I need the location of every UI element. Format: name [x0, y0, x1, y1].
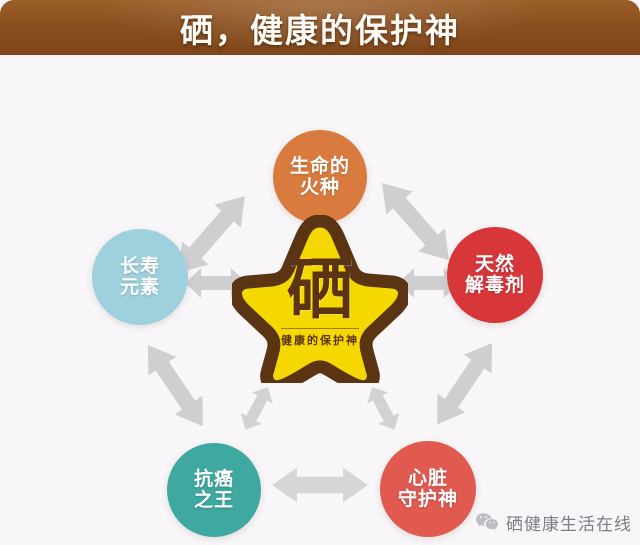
- node-anti-cancer-king-line2: 之王: [193, 489, 234, 511]
- arrow-bottom-horizontal: [272, 467, 368, 503]
- node-anti-cancer-king-line1: 抗癌: [193, 467, 234, 490]
- watermark-label: 硒健康生活在线: [506, 515, 632, 535]
- wechat-icon: [475, 513, 499, 530]
- center-star-logo[interactable]: 硒 健康的保护神: [229, 214, 411, 394]
- node-heart-guardian-line2: 守护神: [397, 488, 458, 510]
- node-spark-of-life-line1: 生命的: [289, 154, 350, 177]
- node-natural-detoxifier-line2: 解毒剂: [464, 274, 525, 296]
- node-natural-detoxifier[interactable]: 天然 解毒剂: [447, 227, 543, 323]
- arrow-lower-right: [423, 333, 506, 434]
- arrow-lower-left: [134, 335, 217, 436]
- node-anti-cancer-king[interactable]: 抗癌 之王: [167, 443, 261, 537]
- node-longevity-element[interactable]: 长寿 元素: [92, 229, 188, 325]
- header-banner: 硒，健康的保护神: [0, 0, 640, 55]
- node-spark-of-life[interactable]: 生命的 火种: [273, 130, 367, 224]
- star-shape: [229, 214, 411, 394]
- arrow-center-to-bottom-left: [235, 381, 279, 435]
- watermark: 硒健康生活在线: [475, 510, 632, 535]
- node-heart-guardian[interactable]: 心脏 守护神: [380, 441, 476, 537]
- node-spark-of-life-line2: 火种: [299, 176, 340, 198]
- node-heart-guardian-line1: 心脏: [407, 466, 448, 489]
- selenium-benefits-diagram: 生命的 火种 天然 解毒剂 心脏 守护神 抗癌 之王 长寿 元素: [0, 55, 640, 545]
- page-title: 硒，健康的保护神: [180, 10, 460, 50]
- node-longevity-element-line1: 长寿: [119, 254, 160, 277]
- arrow-center-to-bottom-right: [361, 381, 405, 435]
- node-natural-detoxifier-line1: 天然: [474, 252, 515, 275]
- node-longevity-element-line2: 元素: [119, 276, 160, 298]
